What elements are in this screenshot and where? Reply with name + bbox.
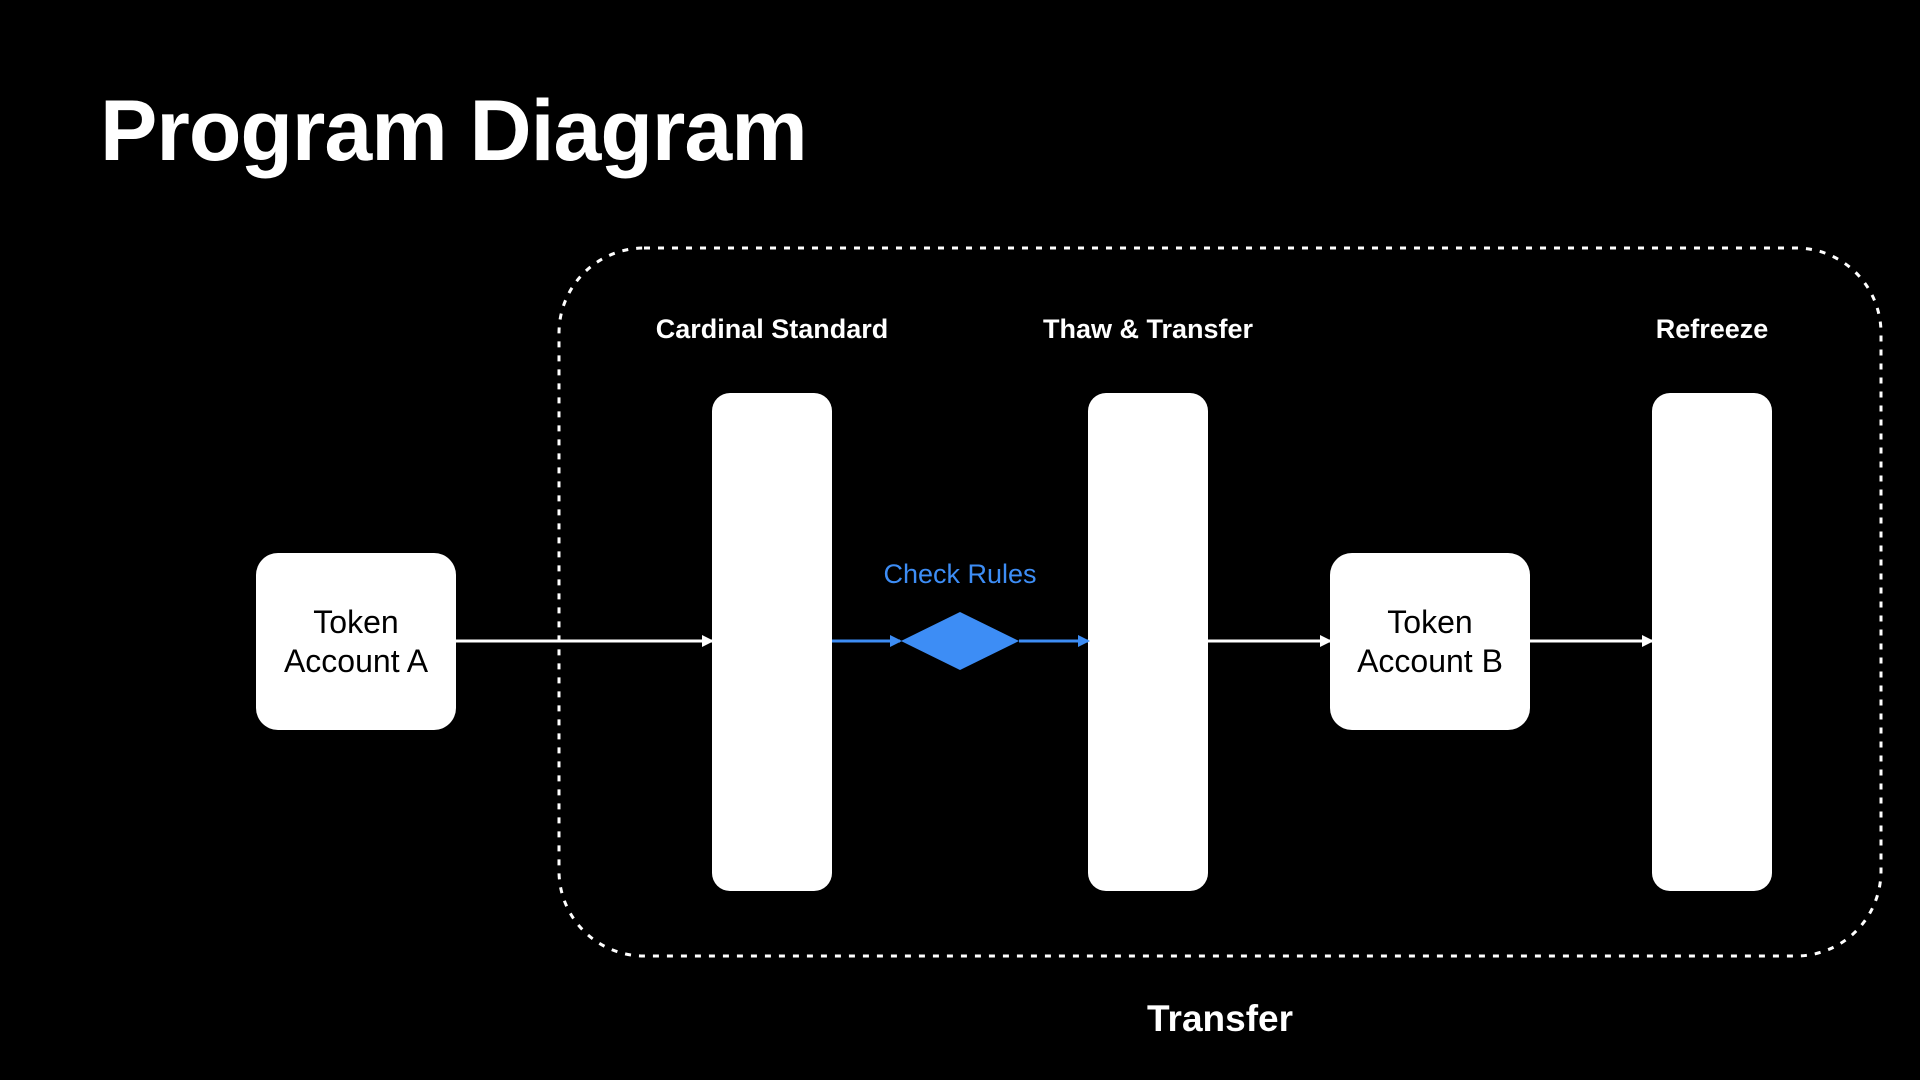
column-label-thaw-transfer: Thaw & Transfer <box>1042 314 1254 344</box>
column-label-refreeze: Refreeze <box>1655 314 1769 344</box>
token-account-b-line2: Account B <box>1357 642 1503 679</box>
slide-title: Program Diagram <box>100 83 808 179</box>
cardinal-standard-bar <box>712 393 832 891</box>
column-label-cardinal-standard: Cardinal Standard <box>655 314 889 344</box>
token-account-a-line2: Account A <box>283 642 429 679</box>
transfer-group-boundary <box>557 246 1883 958</box>
refreeze-bar <box>1652 393 1772 891</box>
check-rules-label: Check Rules <box>883 559 1037 589</box>
token-account-a-box: Token Account A <box>256 553 456 730</box>
token-account-b-box: Token Account B <box>1330 553 1530 730</box>
check-rules-diamond <box>901 612 1019 670</box>
token-account-b-line1: Token <box>1387 603 1473 640</box>
token-account-a-line1: Token <box>313 603 399 640</box>
transfer-group-label: Transfer <box>1146 998 1293 1039</box>
thaw-transfer-bar <box>1088 393 1208 891</box>
